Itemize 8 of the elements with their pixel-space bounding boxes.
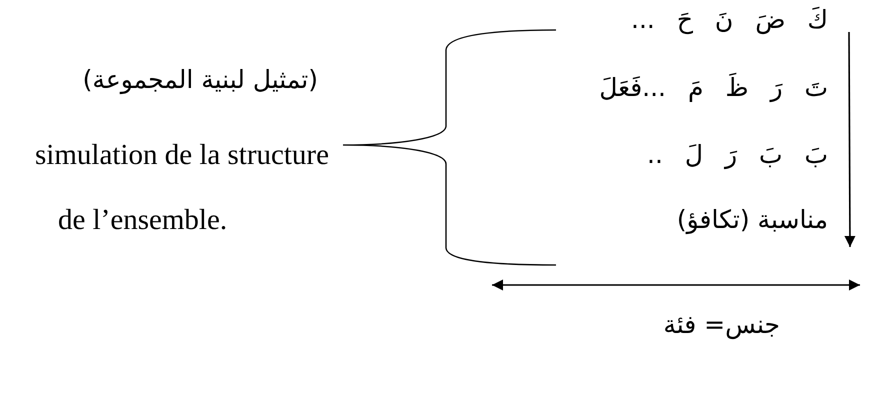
arabic-text: بَ بَ رَ لَ .. <box>647 140 828 170</box>
french-text: de l’ensemble. <box>58 202 228 238</box>
arabic-text: جنس= فئة <box>663 310 780 340</box>
arabic-text: مناسبة (تكافؤ) <box>676 205 828 235</box>
french-text: simulation de la structure <box>35 138 329 172</box>
arabic-text: كَ ضَ نَ حَ ... <box>631 5 828 35</box>
arabic-text: تَ رَ ظَ مَ ...فَعَلَ <box>599 73 828 103</box>
arabic-text: (تمثيل لبنية المجموعة) <box>82 65 318 95</box>
